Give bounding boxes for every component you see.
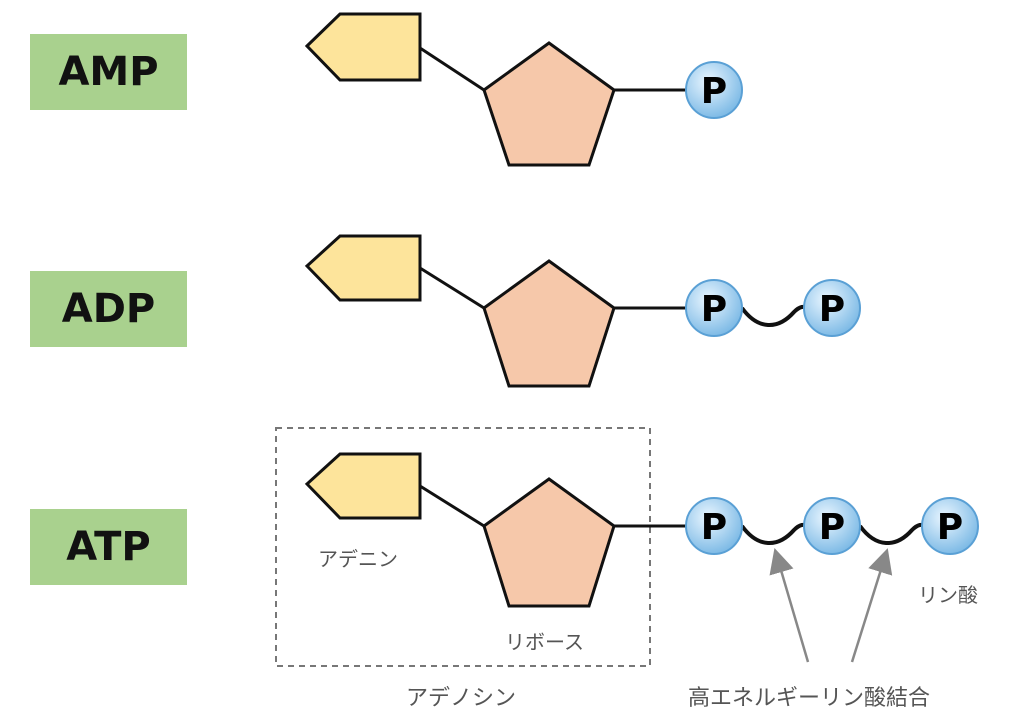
adp-molecule: P P — [304, 234, 861, 388]
svg-text:P: P — [701, 71, 727, 112]
amp-molecule: P — [304, 12, 743, 167]
svg-text:P: P — [701, 507, 727, 548]
svg-text:P: P — [819, 507, 845, 548]
svg-text:P: P — [937, 507, 963, 548]
high-energy-bond — [740, 522, 809, 545]
adenine-shape — [304, 452, 422, 520]
phosphate-circle: P — [685, 279, 743, 337]
adenine-label: アデニン — [318, 547, 398, 571]
high-energy-bond-label: 高エネルギーリン酸結合 — [688, 686, 931, 711]
atp-molecule: P P P — [275, 427, 979, 667]
ribose-label: リボース — [505, 630, 584, 654]
svg-text:P: P — [701, 289, 727, 330]
phosphate-circle: P — [685, 497, 743, 555]
phosphate-label: リン酸 — [918, 583, 978, 607]
phosphate-circle: P — [921, 497, 979, 555]
phosphate-circle: P — [685, 61, 743, 119]
ribose-shape — [482, 477, 616, 608]
bond-arrow — [850, 548, 893, 663]
amp-label: AMP — [30, 34, 187, 110]
ribose-shape — [482, 259, 616, 388]
phosphate-circle: P — [803, 497, 861, 555]
adenine-shape — [304, 12, 422, 82]
svg-text:P: P — [819, 289, 845, 330]
adenine-shape — [304, 234, 422, 302]
bond-arrow — [769, 548, 810, 663]
adenosine-box — [275, 427, 651, 667]
phosphate-circle: P — [803, 279, 861, 337]
adenosine-label: アデノシン — [406, 686, 517, 711]
ribose-shape — [482, 41, 616, 167]
high-energy-bond — [858, 522, 927, 545]
adp-label: ADP — [30, 271, 187, 347]
atp-label: ATP — [30, 509, 187, 585]
high-energy-bond — [740, 304, 809, 327]
